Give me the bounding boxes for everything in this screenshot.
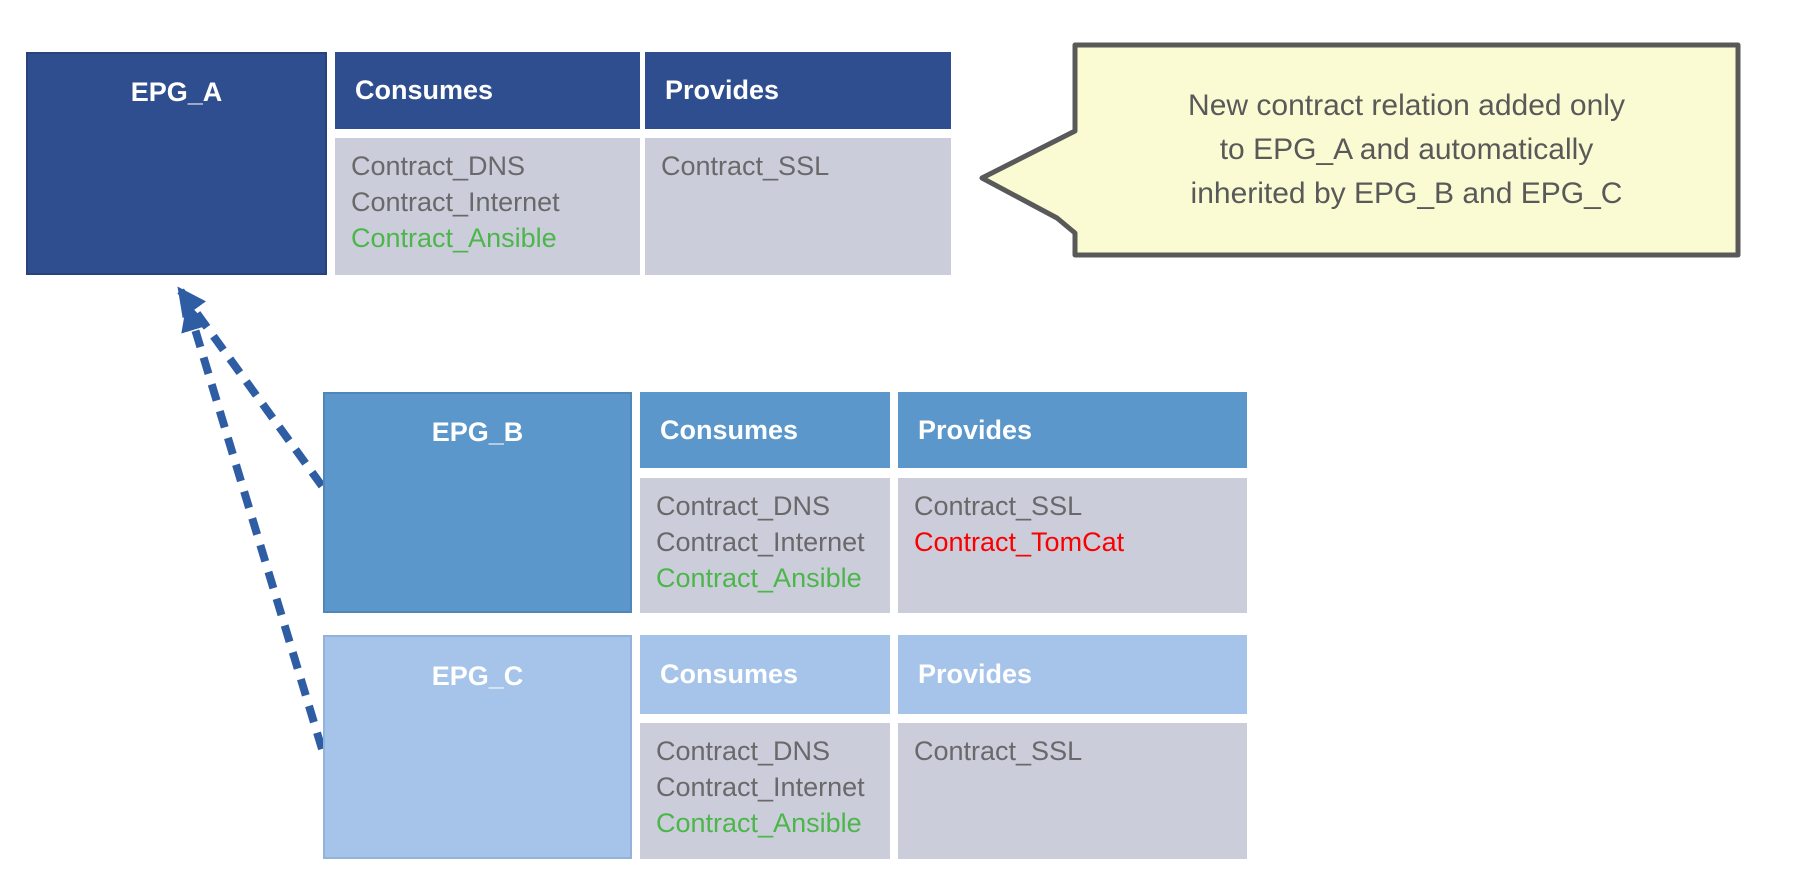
contract-item: Contract_SSL	[661, 151, 830, 181]
epg-a-consumes-header: Consumes	[335, 52, 640, 129]
contract-item: Contract_Internet	[351, 187, 560, 217]
contract-item: Contract_Internet	[656, 527, 865, 557]
contract-item: Contract_SSL	[914, 736, 1083, 766]
contract-item: Contract_DNS	[351, 151, 526, 181]
epg-b-name-block: EPG_B	[323, 392, 632, 613]
callout-line: New contract relation added only	[1188, 89, 1625, 122]
contract-item: Contract_DNS	[656, 491, 831, 521]
inheritance-arrow-epg-b-to-epg-a	[176, 286, 326, 489]
contract-item: Contract_TomCat	[914, 527, 1125, 557]
epg-b-consumes-cell: Contract_DNS Contract_Internet Contract_…	[640, 478, 890, 613]
epg-b-provides-header: Provides	[898, 392, 1247, 468]
epg-c-label: EPG_C	[431, 661, 524, 691]
epg-a-consumes-cell: Contract_DNS Contract_Internet Contract_…	[335, 138, 640, 275]
epg-a-label: EPG_A	[130, 77, 223, 107]
callout-line: inherited by EPG_B and EPG_C	[1190, 177, 1623, 210]
contract-item: Contract_DNS	[656, 736, 831, 766]
contract-item: Contract_Ansible	[351, 223, 557, 253]
contract-item: Contract_Internet	[656, 772, 865, 802]
inheritance-arrow-epg-c-to-epg-a	[181, 301, 326, 751]
epg-b-label: EPG_B	[431, 416, 524, 447]
epg-c-name-block: EPG_C	[323, 635, 632, 859]
epg-c-consumes-cell: Contract_DNS Contract_Internet Contract_…	[640, 723, 890, 859]
epg-a-name-block: EPG_A	[26, 52, 327, 275]
epg-b-consumes-header: Consumes	[640, 392, 890, 468]
contract-item: Contract_Ansible	[656, 808, 862, 838]
epg-c-provides-header: Provides	[898, 635, 1247, 714]
callout-bubble	[979, 42, 1741, 258]
epg-b-provides-cell: Contract_SSL Contract_TomCat	[898, 478, 1247, 613]
contract-item: Contract_SSL	[914, 491, 1083, 521]
callout-line: to EPG_A and automatically	[1219, 133, 1594, 166]
epg-a-provides-header: Provides	[645, 52, 951, 129]
callout-note: New contract relation added only to EPG_…	[1085, 52, 1728, 248]
epg-c-consumes-header: Consumes	[640, 635, 890, 714]
contract-item: Contract_Ansible	[656, 563, 862, 593]
epg-a-provides-cell: Contract_SSL	[645, 138, 951, 275]
epg-c-provides-cell: Contract_SSL	[898, 723, 1247, 859]
